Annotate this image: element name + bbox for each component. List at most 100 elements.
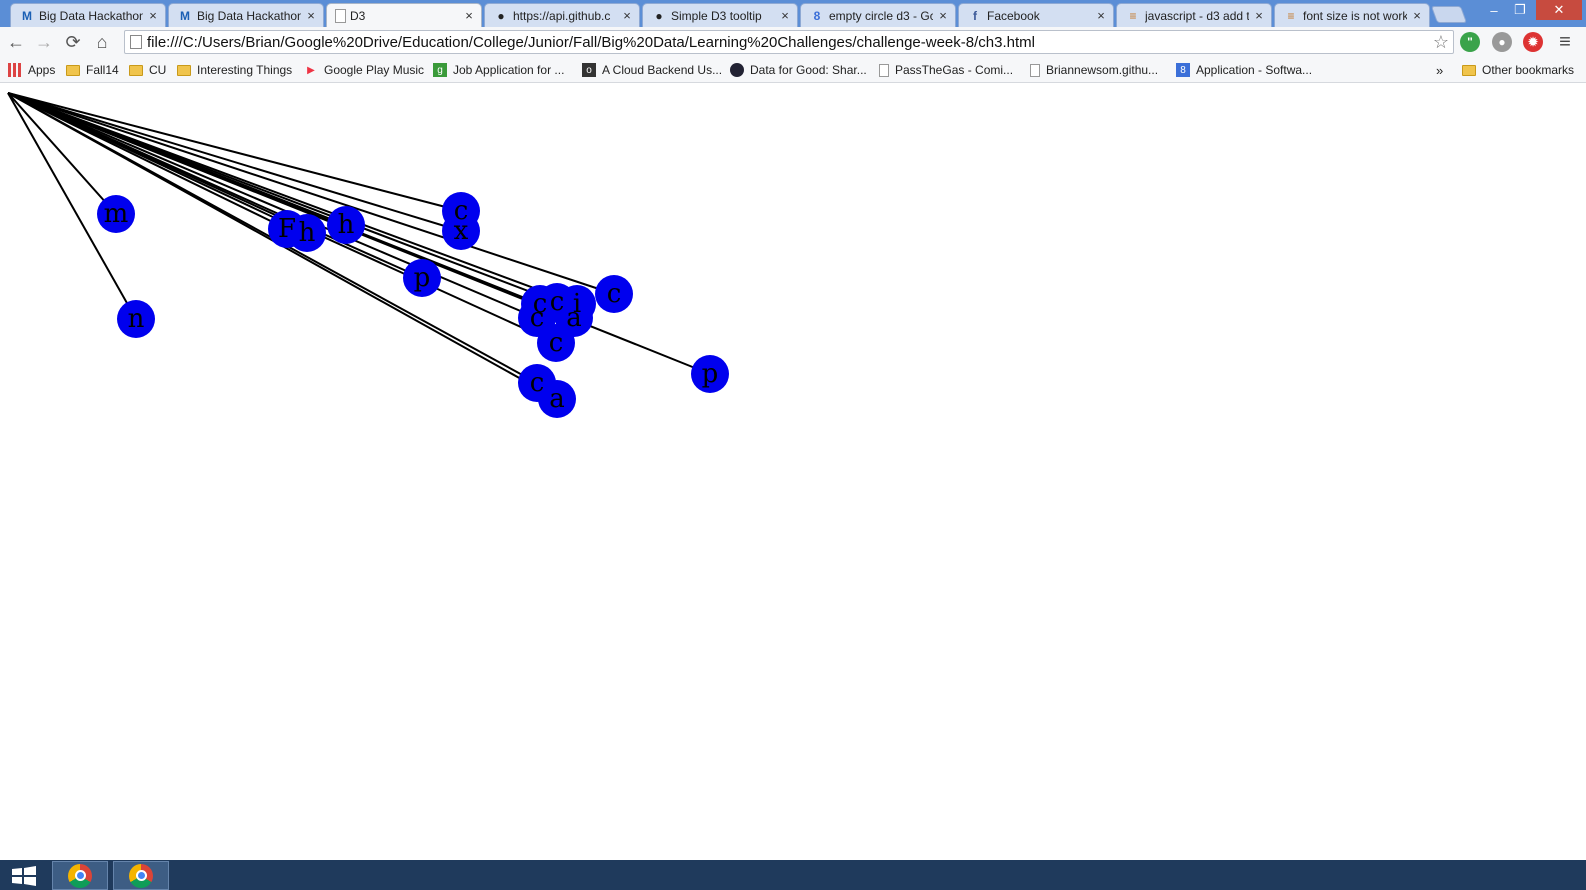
bookmark-item[interactable]: PassTheGas - Comi... (879, 61, 1013, 79)
bookmark-label: A Cloud Backend Us... (602, 63, 723, 77)
bookmark-label: Data for Good: Shar... (750, 63, 867, 77)
close-window-button[interactable]: ✕ (1536, 0, 1582, 20)
tab-close-icon[interactable]: × (149, 8, 157, 23)
toolbar: ← → ⟳ ⌂ file:///C:/Users/Brian/Google%20… (0, 27, 1586, 57)
back-button[interactable]: ← (4, 30, 28, 54)
tab-close-icon[interactable]: × (939, 8, 947, 23)
taskbar-chrome-window-1[interactable] (52, 861, 108, 890)
tab-3[interactable]: ●https://api.github.c× (484, 3, 640, 27)
reload-button[interactable]: ⟳ (61, 30, 85, 54)
windows-start-icon[interactable] (10, 866, 38, 886)
bookmark-label: Interesting Things (197, 63, 293, 77)
gear-extension-icon[interactable]: ✹ (1523, 32, 1543, 52)
graph-node[interactable] (538, 380, 576, 418)
graph-node-label: F (278, 214, 296, 244)
bookmarks-overflow-button[interactable]: » (1436, 62, 1444, 78)
graph-node[interactable] (288, 214, 326, 252)
graph-node[interactable] (537, 324, 575, 362)
bookmark-star-icon[interactable]: ☆ (1432, 32, 1449, 52)
tab-favicon-icon: ≡ (1287, 8, 1295, 23)
reload-icon: ⟳ (65, 31, 81, 52)
tab-favicon-icon: ● (655, 8, 663, 23)
windows-taskbar (0, 860, 1586, 890)
graph-node[interactable] (442, 212, 480, 250)
bookmark-item[interactable]: o A Cloud Backend Us... (582, 61, 722, 79)
chrome-icon (68, 863, 92, 888)
graph-node-label: c (607, 279, 622, 309)
restore-icon: ❐ (1514, 2, 1526, 17)
tab-close-icon[interactable]: × (781, 8, 789, 23)
other-bookmarks-folder[interactable]: Other bookmarks (1462, 61, 1574, 79)
tab-7[interactable]: ≡javascript - d3 add t× (1116, 3, 1272, 27)
bookmark-item[interactable]: Interesting Things (177, 61, 292, 79)
globe-icon (730, 63, 744, 77)
bookmark-item[interactable]: CU (129, 61, 166, 79)
tab-2[interactable]: D3× (326, 3, 482, 27)
page-icon (1030, 63, 1040, 77)
other-bookmarks-label: Other bookmarks (1482, 63, 1575, 77)
bookmark-item[interactable]: Fall14 (66, 61, 119, 79)
graph-node[interactable] (691, 355, 729, 393)
graph-node[interactable] (117, 300, 155, 338)
bookmark-label: Google Play Music (324, 63, 425, 77)
bookmark-label: PassTheGas - Comi... (895, 63, 1014, 77)
bookmark-item[interactable]: Data for Good: Shar... (730, 61, 867, 79)
bookmarks-bar: Apps Fall14 CU Interesting Things ▶ Google Pl… (0, 57, 1586, 83)
tab-favicon-icon: M (22, 8, 32, 23)
tab-title: javascript - d3 add t (1145, 8, 1249, 23)
bookmark-item[interactable]: Briannewsom.githu... (1030, 61, 1158, 79)
tab-4[interactable]: ●Simple D3 tooltip× (642, 3, 798, 27)
graph-node-label: a (566, 303, 582, 333)
graph-node[interactable] (327, 206, 365, 244)
forward-button[interactable]: → (32, 30, 56, 54)
tab-8[interactable]: ≡ font size is not work × (1274, 3, 1430, 27)
play-icon: ▶ (307, 64, 315, 76)
extension-icon[interactable]: ● (1492, 32, 1512, 52)
home-button[interactable]: ⌂ (90, 30, 114, 54)
minimize-button[interactable]: – (1484, 0, 1504, 20)
tab-close-icon[interactable]: × (465, 8, 473, 23)
graph-node-label: p (702, 359, 719, 389)
graph-node-label: n (128, 304, 145, 334)
address-bar[interactable]: file:///C:/Users/Brian/Google%20Drive/Ed… (124, 30, 1454, 54)
bookmark-item[interactable]: ▶ Google Play Music (304, 61, 424, 79)
new-tab-button[interactable] (1430, 6, 1468, 23)
minimize-icon: – (1490, 2, 1498, 18)
bookmark-item[interactable]: Apps (8, 61, 55, 79)
tab-close-icon[interactable]: × (623, 8, 631, 23)
folder-icon (129, 64, 143, 76)
tab-favicon-icon: M (180, 8, 190, 23)
graph-node-label: h (338, 210, 355, 240)
tab-close-icon[interactable]: × (307, 8, 315, 23)
graph-node[interactable] (403, 259, 441, 297)
graph-node[interactable] (97, 195, 135, 233)
folder-icon (66, 64, 80, 76)
tab-title: font size is not work (1303, 8, 1407, 23)
url-text: file:///C:/Users/Brian/Google%20Drive/Ed… (147, 34, 1035, 51)
graph-node[interactable] (595, 275, 633, 313)
tab-close-icon[interactable]: × (1097, 8, 1105, 23)
graph-node-label: x (454, 216, 469, 246)
taskbar-chrome-window-2[interactable] (113, 861, 169, 890)
back-arrow-icon: ← (7, 31, 25, 52)
tab-favicon-icon: ● (497, 8, 505, 23)
page-icon (879, 63, 889, 77)
tab-close-icon[interactable]: × (1413, 8, 1421, 23)
o-icon: o (582, 63, 596, 77)
hangouts-extension-icon[interactable]: " (1460, 32, 1480, 52)
restore-button[interactable]: ❐ (1508, 0, 1532, 20)
menu-icon: ≡ (1559, 30, 1571, 53)
chrome-menu-button[interactable]: ≡ (1553, 30, 1577, 54)
tab-favicon-icon (335, 8, 346, 23)
google-icon: 8 (1176, 63, 1190, 77)
tab-close-icon[interactable]: × (1255, 8, 1263, 23)
graph-link (7, 92, 538, 319)
